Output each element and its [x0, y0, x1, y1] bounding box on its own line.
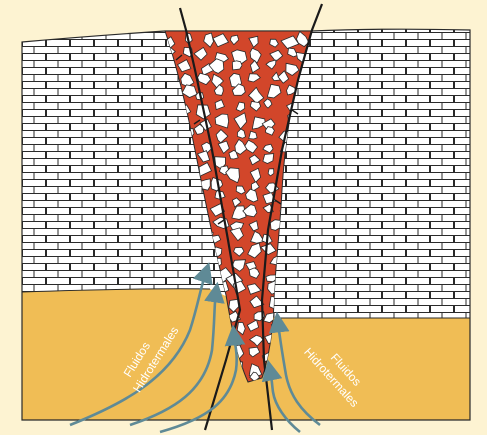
breccia-clast — [232, 61, 242, 70]
